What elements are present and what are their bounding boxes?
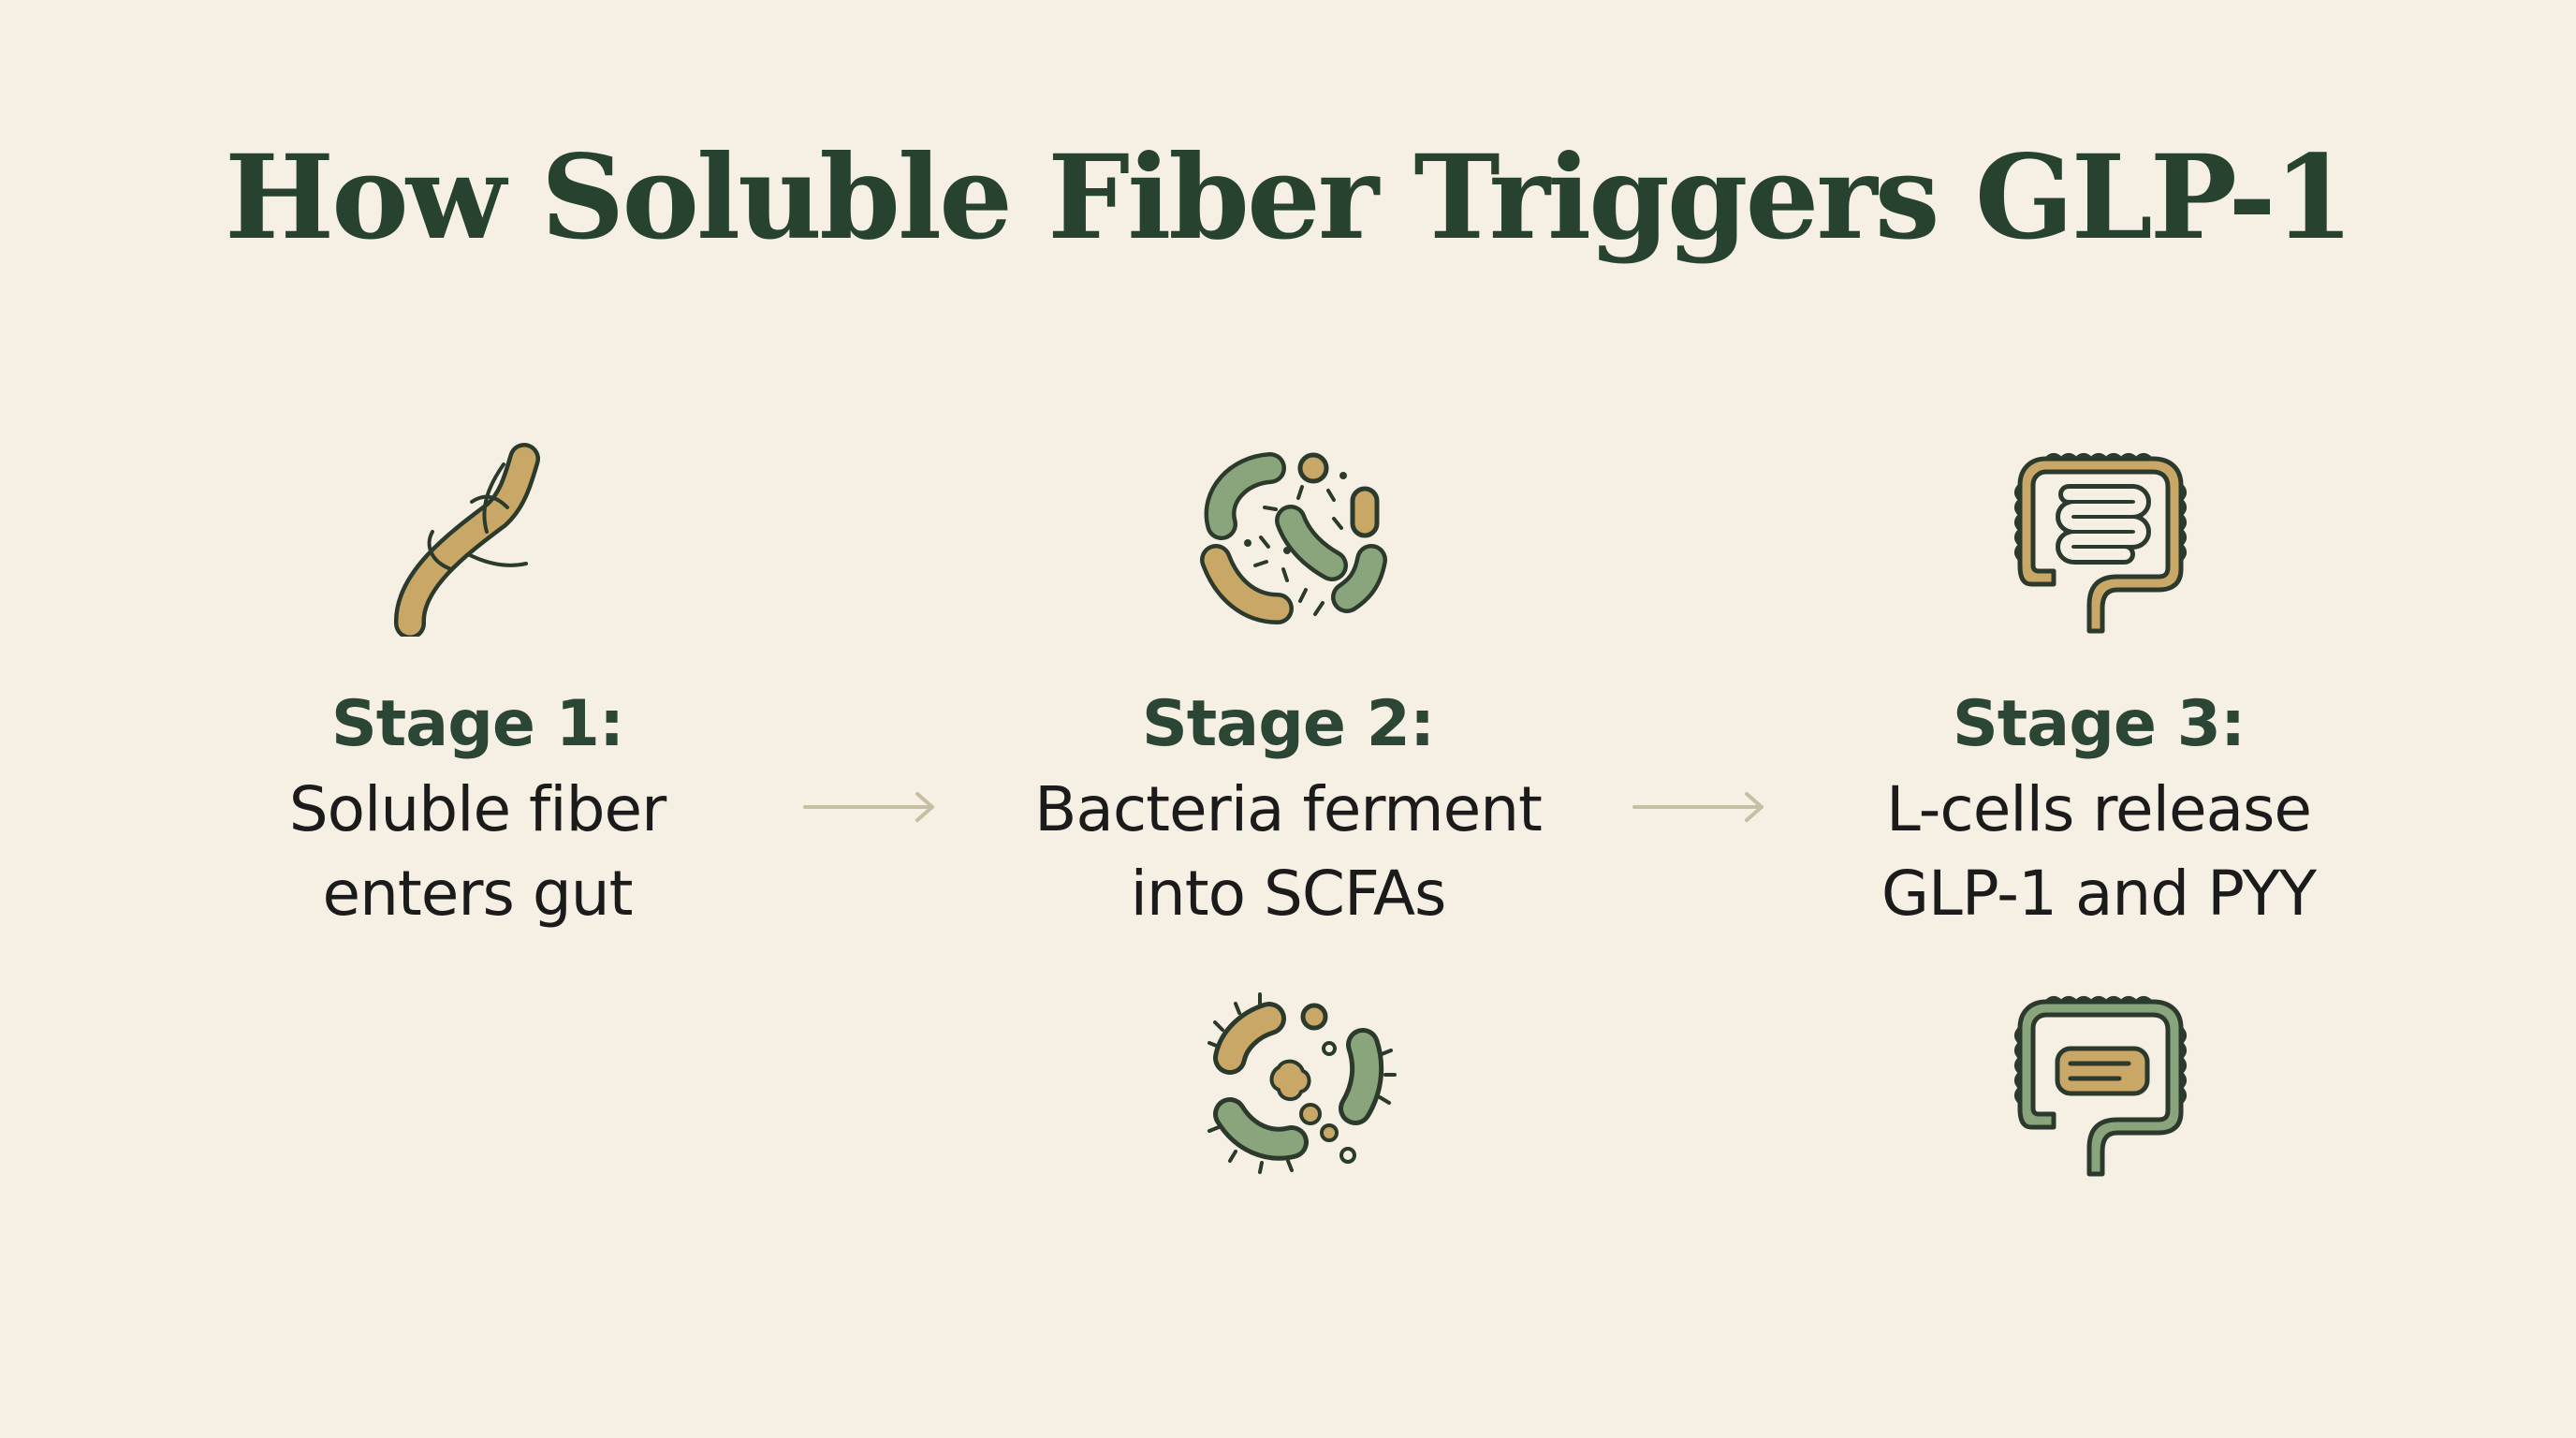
fiber-strand-icon bbox=[394, 443, 540, 637]
bacteria-cluster-alt-icon bbox=[1208, 992, 1397, 1174]
stage-1-line-2: enters gut bbox=[322, 858, 633, 930]
stage-2-label: Stage 2: bbox=[1141, 687, 1435, 761]
stage-1-label: Stage 1: bbox=[330, 687, 624, 761]
stage-3-text: Stage 3: L-cells release GLP-1 and PYY bbox=[1762, 682, 2436, 936]
bacteria-cluster-icon bbox=[1200, 452, 1387, 624]
stage-3-line-1: L-cells release bbox=[1885, 773, 2312, 845]
stage-2-text: Stage 2: Bacteria ferment into SCFAs bbox=[951, 682, 1625, 936]
arrow-right-icon bbox=[803, 792, 934, 822]
stage-3-label: Stage 3: bbox=[1952, 687, 2246, 761]
page-title: How Soluble Fiber Triggers GLP-1 bbox=[225, 130, 2354, 266]
intestine-icon bbox=[2014, 453, 2187, 634]
stage-1-line-1: Soluble fiber bbox=[288, 773, 666, 845]
stage-2-line-2: into SCFAs bbox=[1130, 858, 1447, 930]
stage-1-text: Stage 1: Soluble fiber enters gut bbox=[140, 682, 814, 936]
arrow-right-icon bbox=[1632, 792, 1764, 822]
stage-3-line-2: GLP-1 and PYY bbox=[1881, 858, 2317, 930]
intestine-alt-icon bbox=[2014, 996, 2187, 1177]
stage-2-line-1: Bacteria ferment bbox=[1034, 773, 1543, 845]
